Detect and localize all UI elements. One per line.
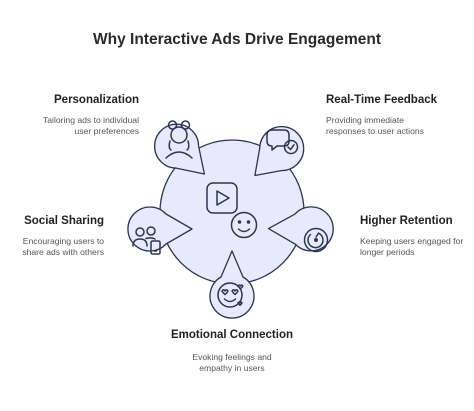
social-sharing-heading: Social Sharing: [24, 215, 104, 227]
female-avatar-icon: [165, 120, 193, 159]
emotional-connection-heading: Emotional Connection: [170, 329, 294, 341]
smiley-face-icon: [230, 211, 258, 239]
real-time-feedback-heading: Real-Time Feedback: [326, 94, 438, 106]
play-video-icon: [206, 182, 238, 214]
personalization-description: Tailoring ads to individual user prefere…: [42, 115, 139, 136]
emotional-connection-description: Evoking feelings and empathy in users: [192, 352, 272, 373]
higher-retention-heading: Higher Retention: [360, 215, 453, 227]
love-face-icon: [217, 282, 244, 308]
retention-circle-icon: [303, 227, 329, 253]
social-sharing-description: Encouraging users to share ads with othe…: [22, 236, 104, 257]
node-emotional-connection-drop: [209, 250, 255, 319]
page-title: Why Interactive Ads Drive Engagement: [93, 31, 381, 48]
higher-retention-description: Keeping users engaged for longer periods: [360, 236, 464, 257]
users-share-icon: [132, 226, 161, 255]
real-time-feedback-description: Providing immediate responses to user ac…: [326, 115, 424, 136]
chat-check-icon: [266, 129, 299, 155]
node-personalization-drop: [153, 123, 206, 175]
personalization-heading: Personalization: [54, 94, 139, 106]
